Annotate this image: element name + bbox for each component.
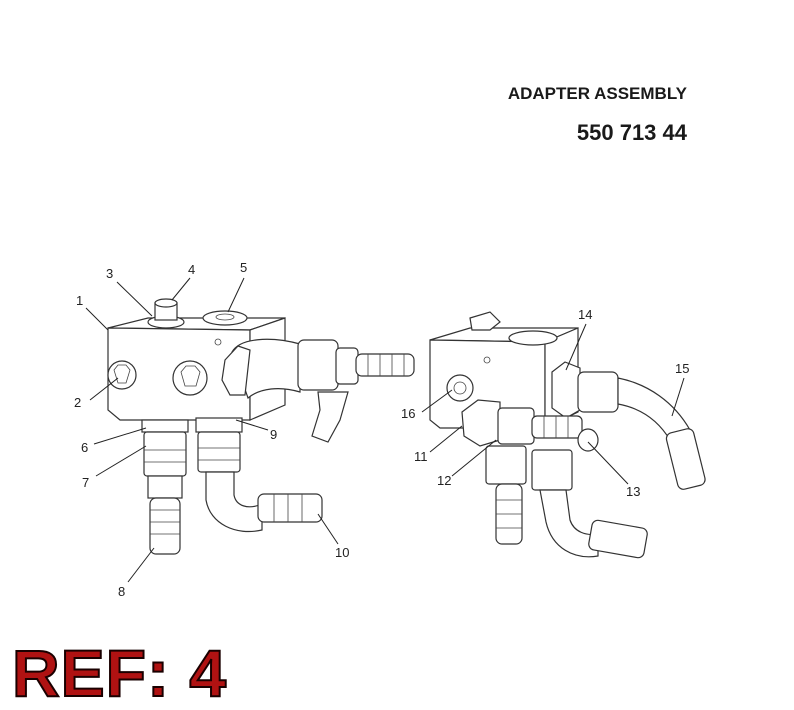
- callout-16: 16: [401, 406, 415, 421]
- callout-2: 2: [74, 395, 81, 410]
- right-top-plug: [469, 311, 501, 331]
- callout-8: 8: [118, 584, 125, 599]
- callout-12: 12: [437, 473, 451, 488]
- callout-14: 14: [578, 307, 592, 322]
- right-plug-16: [446, 374, 474, 402]
- left-nipple-6: [141, 419, 189, 433]
- left-hose-barb-down: [311, 391, 349, 443]
- right-nut-14: [551, 361, 581, 419]
- left-plug-2: [107, 360, 137, 390]
- assembly-part-number: 550 713 44: [576, 120, 687, 145]
- right-hose-barb-15: [665, 428, 706, 490]
- right-hose-barb-elbow: [588, 519, 648, 559]
- left-hose-barb-10: [257, 493, 323, 523]
- callout-11: 11: [414, 449, 428, 464]
- left-elbow-10: [205, 471, 263, 532]
- callout-1: 1: [76, 293, 83, 308]
- callout-4: 4: [188, 262, 195, 277]
- right-adapter-assembly: [429, 311, 706, 559]
- reference-label: REF: 4: [11, 636, 228, 710]
- right-barb-13: [531, 415, 583, 439]
- callout-6: 6: [81, 440, 88, 455]
- assembly-title: ADAPTER ASSEMBLY: [507, 84, 687, 103]
- callout-numbers: 1 2 3 4 5 6 7 8 9 10 11 12 13 14 15 16: [74, 260, 689, 599]
- right-body-12: [497, 407, 535, 445]
- left-plug-center: [172, 360, 208, 396]
- callout-5: 5: [240, 260, 247, 275]
- callout-10: 10: [335, 545, 349, 560]
- left-adapter-assembly: [107, 298, 415, 555]
- left-hose-barb-right: [355, 353, 415, 377]
- callout-9: 9: [270, 427, 277, 442]
- callout-7: 7: [82, 475, 89, 490]
- callout-3: 3: [106, 266, 113, 281]
- left-plug-5: [202, 310, 248, 326]
- right-top-cap: [508, 330, 558, 346]
- callout-13: 13: [626, 484, 640, 499]
- leader-lines: [85, 277, 685, 583]
- left-nut-7: [143, 431, 187, 477]
- callout-15: 15: [675, 361, 689, 376]
- left-hose-barb-8: [149, 497, 181, 555]
- left-nipple-9: [195, 417, 243, 433]
